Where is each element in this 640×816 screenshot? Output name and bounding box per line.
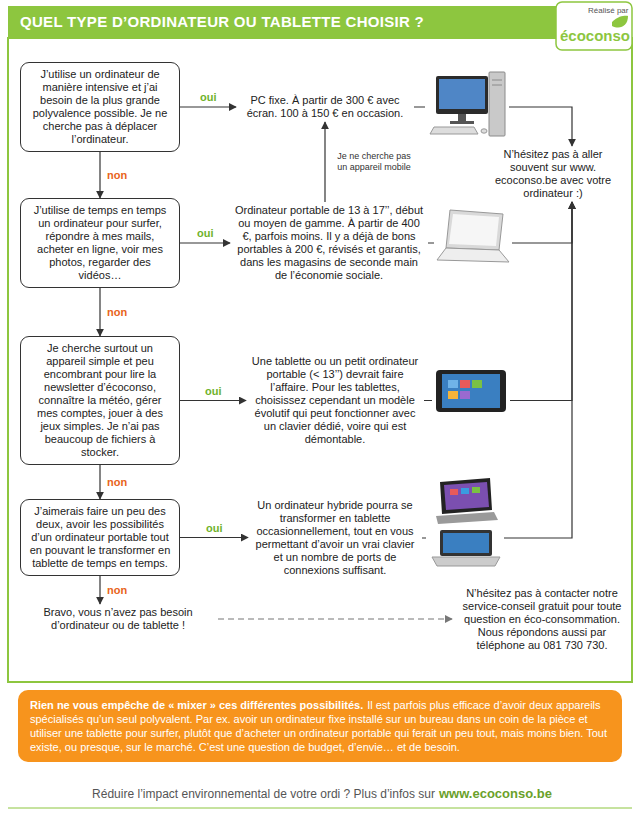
answer-text: PC fixe. À partir de 300 € avec écran. 1… xyxy=(236,92,414,122)
advice-panel: Rien ne vous empêche de « mixer » ces di… xyxy=(18,690,622,762)
footer-link: www.ecoconso.be xyxy=(439,786,552,801)
hybrid-screen-frame xyxy=(440,478,492,514)
flow-arrow xyxy=(99,288,100,336)
pc-screen xyxy=(439,79,485,109)
node-text: Une tablette ou un petit ordinateur port… xyxy=(249,355,421,446)
laptop-base xyxy=(437,248,509,262)
node-text: N’hésitez pas à contacter notre service-… xyxy=(455,587,629,652)
note-text: Bravo, vous n’avez pas besoin d’ordinate… xyxy=(18,604,218,634)
logo-wordmark: écoconso xyxy=(560,27,630,44)
answer-text: Une tablette ou un petit ordinateur port… xyxy=(246,353,424,448)
title-bar xyxy=(8,6,632,38)
illustration-ground xyxy=(434,204,512,270)
node-text: PC fixe. À partir de 300 € avec écran. 1… xyxy=(239,94,411,120)
pc-monitor xyxy=(436,76,488,114)
question-box: Je cherche surtout un appareil simple et… xyxy=(20,336,180,465)
flow-arrow xyxy=(99,576,100,604)
node-text: Un ordinateur hybride pourra se transfor… xyxy=(251,499,419,577)
node-text: J’utilise un ordinateur de manière inten… xyxy=(28,68,172,146)
edge-label: non xyxy=(107,476,127,489)
panel-heading: Rien ne vous empêche de « mixer » ces di… xyxy=(30,699,363,711)
node-text: Bravo, vous n’avez pas besoin d’ordinate… xyxy=(21,606,215,632)
question-box: J’utilise un ordinateur de manière inten… xyxy=(20,62,180,152)
hybrid-screen xyxy=(444,482,489,510)
tablet-screen xyxy=(442,374,500,408)
edge-label: oui xyxy=(206,522,223,535)
note-text: N’hésitez pas à contacter notre service-… xyxy=(452,585,632,654)
pc-tower-slot xyxy=(492,80,502,81)
answer-text: Ordinateur portable de 13 à 17’’, début … xyxy=(230,202,428,284)
tablet-tile xyxy=(460,391,470,399)
pc-stand-base xyxy=(450,121,474,124)
hybrid-detached-screen-frame xyxy=(440,530,492,556)
hybrid-illustration xyxy=(426,474,504,570)
flow-arrow xyxy=(99,152,100,198)
edge-label: oui xyxy=(197,227,214,240)
hybrid-tile xyxy=(450,489,458,495)
edge-note: Je ne cherche pas un appareil mobile xyxy=(333,151,415,173)
illustration-ground xyxy=(432,366,510,416)
hybrid-tile xyxy=(472,487,480,493)
pc-stand xyxy=(458,114,466,122)
edge-label: non xyxy=(107,169,127,182)
illustration-ground xyxy=(425,66,509,144)
pc-mouse xyxy=(481,129,487,133)
pc-keyboard xyxy=(430,127,478,134)
logo-badge xyxy=(556,2,632,50)
laptop-screen xyxy=(449,214,499,246)
footer-line: Réduire l’impact environnemental de votr… xyxy=(0,786,640,801)
illustration-ground xyxy=(426,474,504,570)
edge-label: oui xyxy=(200,91,217,104)
answer-text: Un ordinateur hybride pourra se transfor… xyxy=(248,497,422,579)
hybrid-keyboard-base xyxy=(432,557,500,566)
node-text: J’aimerais faire un peu des deux, avoir … xyxy=(28,505,172,570)
flow-arrow xyxy=(180,537,248,538)
node-text: N’hésitez pas à aller souvent sur www. e… xyxy=(483,148,623,200)
tablet-tile xyxy=(472,380,482,388)
footer-text: Réduire l’impact environnemental de votr… xyxy=(92,787,435,801)
flow-arrow xyxy=(180,400,246,401)
logo-caption: Réalisé par xyxy=(588,6,628,15)
flow-arrow xyxy=(99,465,100,499)
hybrid-base xyxy=(436,512,498,524)
desktop-pc-illustration xyxy=(425,66,509,144)
edge-label: non xyxy=(107,306,127,319)
pc-tower-slot xyxy=(492,85,502,86)
question-box: J’aimerais faire un peu des deux, avoir … xyxy=(20,499,180,576)
dashed-arrow xyxy=(218,618,452,619)
note-text: N’hésitez pas à aller souvent sur www. e… xyxy=(480,146,626,202)
pc-tower xyxy=(489,72,505,136)
tablet-tile xyxy=(448,380,458,388)
hybrid-detached-screen xyxy=(443,533,489,553)
frame xyxy=(8,38,632,682)
title: QUEL TYPE D’ORDINATEUR OU TABLETTE CHOIS… xyxy=(20,13,424,30)
edge-label: non xyxy=(107,584,127,597)
tablet-tile xyxy=(460,380,470,388)
node-text: J’utilise de temps en temps un ordinateu… xyxy=(28,204,172,282)
logo-leaf xyxy=(612,16,628,28)
flow-arrow xyxy=(180,242,230,243)
footer-rule xyxy=(8,808,632,809)
laptop-illustration xyxy=(434,204,512,270)
flow-arrow xyxy=(180,106,236,107)
edge-label: oui xyxy=(205,385,222,398)
flow-arrow xyxy=(324,122,325,202)
node-text: Je cherche surtout un appareil simple et… xyxy=(28,342,172,459)
tablet-illustration xyxy=(432,366,510,416)
laptop-lid xyxy=(446,210,503,250)
tablet-tile xyxy=(448,391,458,399)
tablet-body xyxy=(436,370,506,412)
hybrid-tile xyxy=(461,488,469,494)
question-box: J’utilise de temps en temps un ordinateu… xyxy=(20,198,180,288)
node-text: Ordinateur portable de 13 à 17’’, début … xyxy=(233,204,425,282)
